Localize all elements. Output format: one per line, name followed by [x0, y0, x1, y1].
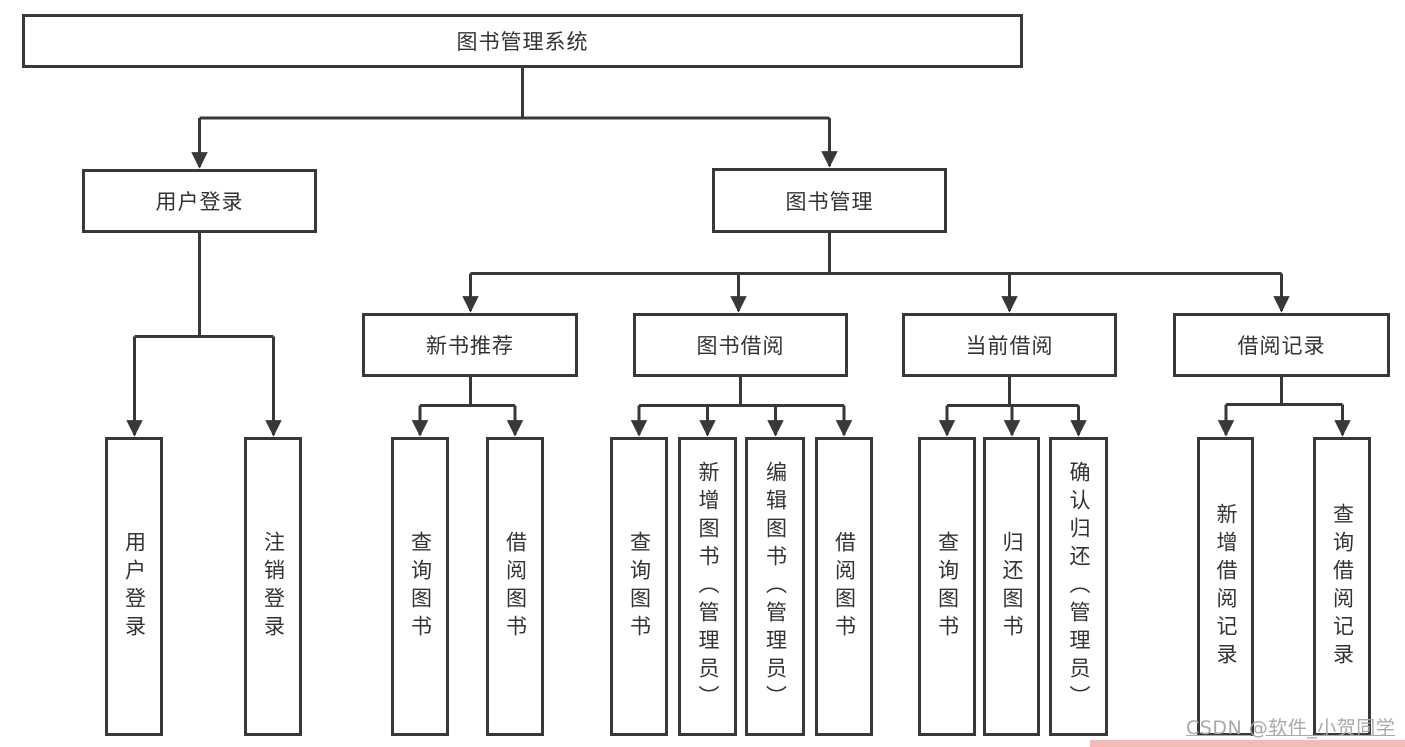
leaf-borrow-books-2-label: 借阅图书	[832, 530, 857, 643]
leaf-user-login: 用户登录	[105, 437, 163, 736]
leaf-query-books-3-label: 查询图书	[935, 530, 960, 643]
node-book-borrow: 图书借阅	[633, 313, 848, 377]
node-book-management: 图书管理	[712, 168, 947, 233]
leaf-query-books-1-label: 查询图书	[408, 530, 433, 643]
leaf-add-borrow-record: 新增借阅记录	[1197, 437, 1254, 736]
leaf-query-books-2-label: 查询图书	[627, 530, 652, 643]
leaf-borrow-books-1: 借阅图书	[486, 437, 544, 736]
leaf-query-borrow-record: 查询借阅记录	[1313, 437, 1371, 736]
leaf-add-book-admin: 新增图书（管理员）	[678, 437, 737, 736]
leaf-query-books-1: 查询图书	[391, 437, 449, 736]
leaf-return-book: 归还图书	[983, 437, 1040, 736]
leaf-borrow-books-1-label: 借阅图书	[503, 530, 528, 643]
node-new-book-recommend: 新书推荐	[362, 313, 578, 377]
leaf-add-book-admin-label: 新增图书（管理员）	[696, 460, 720, 713]
leaf-query-books-2: 查询图书	[610, 437, 668, 736]
leaf-query-books-3: 查询图书	[918, 437, 976, 736]
leaf-edit-book-admin-label: 编辑图书（管理员）	[763, 460, 788, 713]
leaf-add-borrow-record-label: 新增借阅记录	[1214, 502, 1238, 671]
node-user-login: 用户登录	[82, 169, 317, 233]
leaf-confirm-return-admin: 确认归还（管理员）	[1049, 437, 1108, 736]
node-book-borrow-label: 图书借阅	[696, 334, 785, 358]
csdn-watermark-strip	[1090, 740, 1405, 747]
leaf-logout-label: 注销登录	[261, 530, 286, 643]
node-current-borrow: 当前借阅	[902, 313, 1117, 377]
leaf-logout: 注销登录	[244, 437, 302, 736]
leaf-return-book-label: 归还图书	[1000, 530, 1024, 643]
leaf-edit-book-admin: 编辑图书（管理员）	[745, 437, 805, 736]
csdn-watermark: CSDN @软件_小贺同学	[1186, 717, 1396, 739]
node-new-book-recommend-label: 新书推荐	[426, 334, 514, 358]
node-book-management-label: 图书管理	[785, 189, 874, 214]
leaf-user-login-label: 用户登录	[122, 530, 147, 643]
node-user-login-label: 用户登录	[155, 190, 244, 214]
leaf-borrow-books-2: 借阅图书	[815, 437, 873, 736]
leaf-confirm-return-admin-label: 确认归还（管理员）	[1067, 460, 1091, 713]
node-current-borrow-label: 当前借阅	[965, 334, 1054, 358]
leaf-query-borrow-record-label: 查询借阅记录	[1330, 502, 1355, 671]
node-borrow-records: 借阅记录	[1173, 313, 1390, 377]
node-root-label: 图书管理系统	[456, 30, 589, 54]
node-borrow-records-label: 借阅记录	[1237, 334, 1326, 358]
node-root-system: 图书管理系统	[22, 14, 1023, 68]
